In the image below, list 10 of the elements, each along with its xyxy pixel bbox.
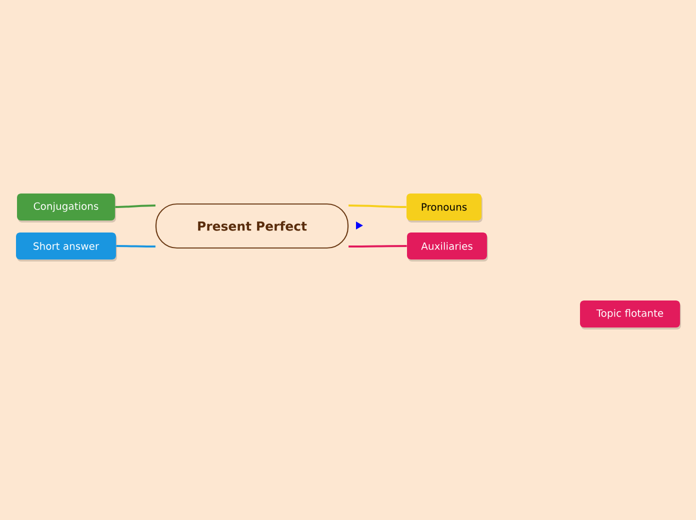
topic-box: Pronouns <box>406 194 482 220</box>
central-topic-box: Present Perfect <box>155 203 349 249</box>
branch-line <box>116 245 156 248</box>
branch-line <box>115 204 156 208</box>
topic-box: Auxiliaries <box>407 232 487 260</box>
topic-box: Topic flotante <box>580 300 680 328</box>
branch-line <box>348 245 407 248</box>
branch-line <box>348 204 406 208</box>
topic-box: Conjugations <box>17 194 115 220</box>
topic-box: Short answer <box>16 232 116 260</box>
